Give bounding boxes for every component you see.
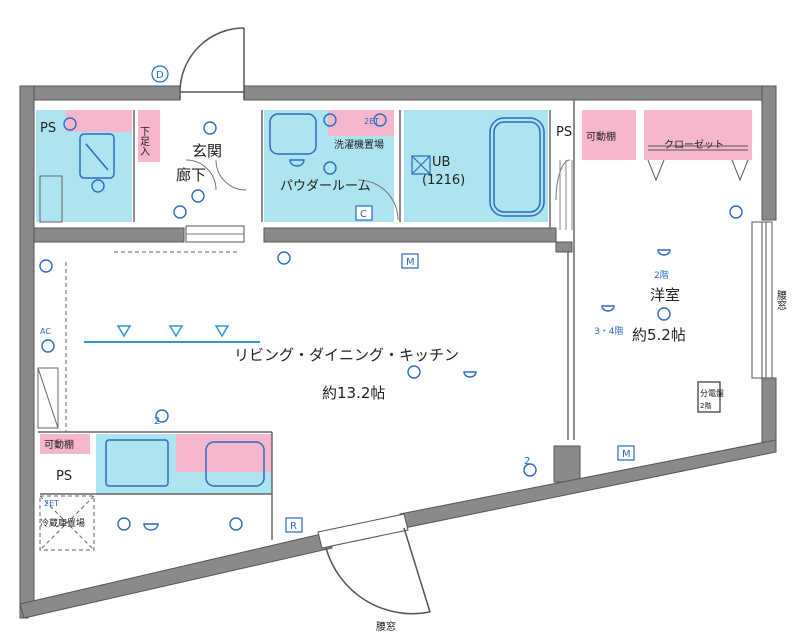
downlight-half-5 bbox=[601, 305, 615, 312]
breaker-panel bbox=[697, 381, 721, 413]
ac-unit-line bbox=[37, 367, 59, 429]
ac-symbol-text: AC bbox=[40, 327, 51, 336]
bottom-window bbox=[317, 513, 409, 549]
closet-rod bbox=[647, 145, 749, 182]
hallway-label: 廊下 bbox=[176, 166, 206, 184]
ldk-label: リビング・ダイニング・キッチン bbox=[234, 346, 459, 364]
two-et-symbol-text: 2ET bbox=[44, 499, 59, 508]
r-symbol-text: R bbox=[290, 521, 297, 532]
doorbell-symbol bbox=[151, 65, 169, 83]
ps-right-label: PS bbox=[556, 125, 572, 140]
vanity-sink bbox=[269, 113, 317, 155]
downlight-half-3 bbox=[289, 159, 305, 167]
m-symbol-text-1: M bbox=[406, 257, 415, 268]
entrance-label: 玄関 bbox=[192, 142, 222, 160]
fridge-space-label: 冷蔵庫置場 bbox=[40, 517, 85, 529]
diagonal-wall bbox=[19, 531, 333, 619]
ub-size-label: (1216) bbox=[422, 173, 465, 188]
r-box bbox=[285, 517, 303, 533]
stove bbox=[105, 439, 169, 487]
bathtub bbox=[489, 117, 545, 217]
bay-window-bottom-label: 腰窓 bbox=[376, 620, 396, 633]
downlight-half-1 bbox=[463, 371, 477, 378]
two-et-symbol-text-2: 2ET bbox=[364, 117, 379, 126]
ps-left-label: PS bbox=[40, 121, 56, 136]
breaker-floor-text: 2階 bbox=[700, 401, 711, 410]
c-box bbox=[355, 205, 373, 221]
interior-doors bbox=[185, 159, 571, 243]
breaker-label: 分電盤 bbox=[700, 388, 724, 398]
m-box-1 bbox=[401, 253, 419, 269]
western-room-label: 洋室 bbox=[650, 286, 680, 304]
toilet bbox=[79, 133, 115, 179]
m-box-2 bbox=[617, 445, 635, 461]
pendant-lights bbox=[116, 325, 230, 338]
movable-shelf-kitchen-label: 可動棚 bbox=[44, 438, 74, 451]
light-34f-text: 3・4階 bbox=[594, 326, 623, 337]
c-symbol-text: C bbox=[360, 209, 367, 220]
d-symbol-text: D bbox=[156, 70, 164, 81]
washer-space-label: 洗濯機置場 bbox=[334, 138, 384, 151]
entrance-door bbox=[179, 27, 245, 100]
light-2f-text: 2階 bbox=[654, 270, 669, 281]
closet-label: クローゼット bbox=[664, 139, 724, 151]
hatch-partition bbox=[559, 160, 573, 230]
ac-unit bbox=[37, 367, 59, 429]
right-window bbox=[751, 221, 773, 379]
diagonal-wall-right bbox=[399, 439, 777, 529]
kitchen-sink bbox=[205, 441, 265, 487]
downlight-half-2 bbox=[143, 523, 159, 531]
ub-floor-drain bbox=[411, 155, 431, 175]
powder-room-label: パウダールーム bbox=[280, 179, 371, 194]
storage-areas bbox=[40, 110, 752, 472]
ub-label: UB bbox=[432, 155, 450, 170]
m-symbol-text-2: M bbox=[622, 449, 631, 460]
movable-shelf-top-label: 可動棚 bbox=[586, 130, 616, 143]
western-room-size-label: 約5.2帖 bbox=[632, 326, 686, 344]
bay-window-right-label: 腰窓 bbox=[775, 290, 787, 310]
balcony-door bbox=[325, 527, 431, 615]
ldk-size-label: 約13.2帖 bbox=[322, 384, 385, 402]
two-symbol-text-2: 2 bbox=[524, 456, 530, 467]
ps-kitchen-label: PS bbox=[56, 469, 72, 484]
walls bbox=[19, 85, 777, 619]
two-symbol-text-1: 2 bbox=[154, 416, 160, 427]
wet-areas bbox=[36, 110, 548, 494]
downlight-half-4 bbox=[657, 249, 671, 256]
ps-shaft-left bbox=[39, 175, 63, 223]
shoe-storage-label: 下足入 bbox=[138, 126, 150, 156]
light-fixtures bbox=[39, 113, 743, 531]
